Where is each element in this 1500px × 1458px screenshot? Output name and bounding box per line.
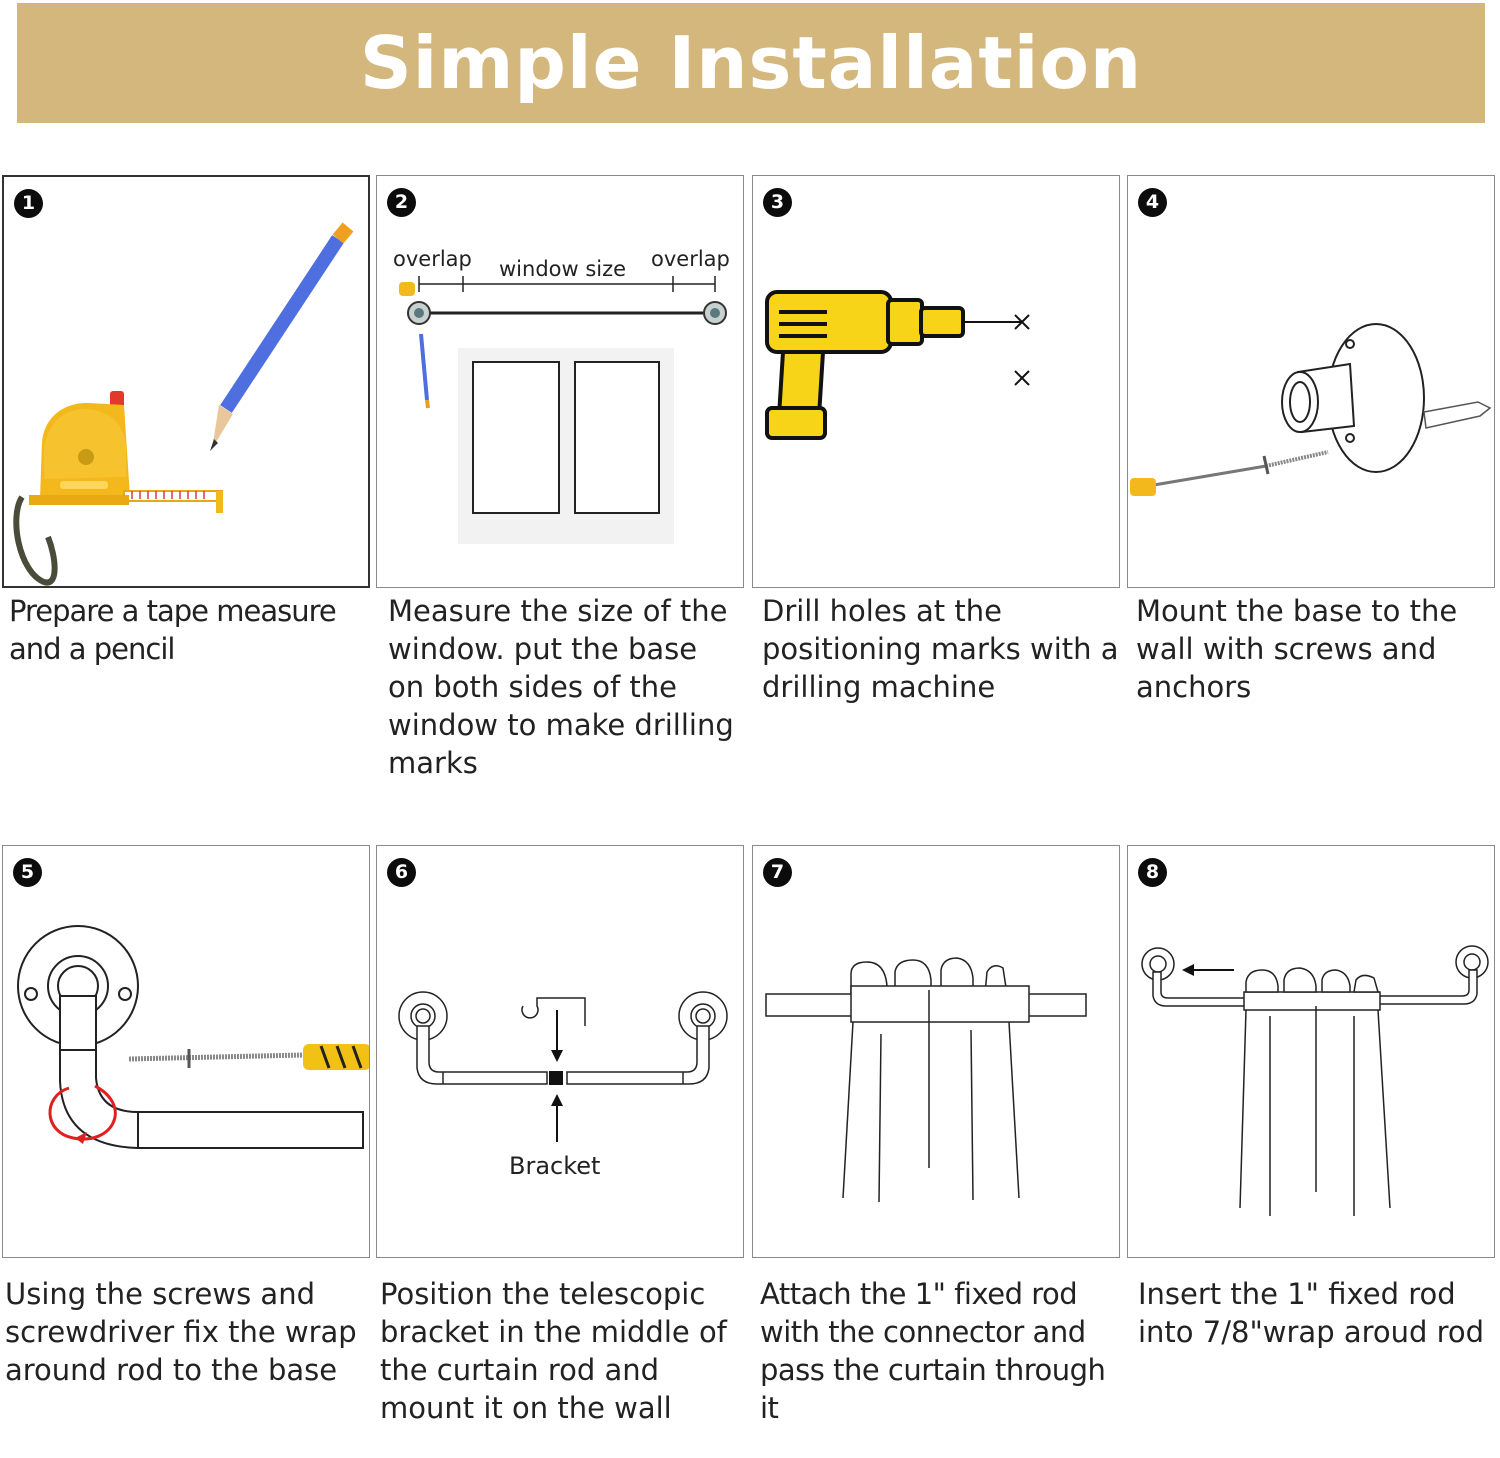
step-2-panel: overlap window size overlap 2: [376, 175, 744, 588]
step-7-panel: 7: [752, 845, 1120, 1258]
arrow-left-icon: [1182, 964, 1194, 976]
telescopic-bracket-illustration: Bracket: [398, 991, 728, 1180]
step-number-badge: 1: [14, 189, 43, 218]
step-number-badge: 2: [387, 188, 416, 217]
step-5-panel: 5: [2, 845, 370, 1258]
window-size-label: window size: [499, 257, 626, 281]
drill-mark-icon: [1014, 314, 1030, 386]
wall-base-icon: [1281, 323, 1425, 473]
step-3-caption: Drill holes at the positioning marks wit…: [762, 594, 1119, 704]
insert-rod-illustration: [1141, 945, 1489, 1216]
screwdriver-icon: [1130, 478, 1156, 496]
overlap-right-label: overlap: [651, 247, 730, 271]
step-5-caption: Using the screws and screwdriver fix the…: [5, 1277, 357, 1387]
step-number-badge: 5: [13, 858, 42, 887]
step-number-badge: 8: [1138, 858, 1167, 887]
step-3-panel: 3: [752, 175, 1120, 588]
bracket-icon: [549, 1071, 563, 1085]
step-4-panel: 4: [1127, 175, 1495, 588]
step-4-caption: Mount the base to the wall with screws a…: [1136, 594, 1458, 704]
page-title: Simple Installation: [359, 21, 1143, 105]
anchor-icon: [1423, 401, 1492, 429]
overlap-left-label: overlap: [393, 247, 472, 271]
step-number-badge: 6: [387, 858, 416, 887]
screwdriver-icon: [303, 1044, 369, 1070]
step-number-badge: 4: [1138, 188, 1167, 217]
step-6-caption: Position the telescopic bracket in the m…: [380, 1277, 727, 1425]
window-measure-illustration: overlap window size overlap: [393, 247, 730, 544]
step-1-caption: Prepare a tape measure and a pencil: [9, 594, 337, 666]
tape-measure-icon: [13, 391, 223, 586]
header-banner: Simple Installation: [17, 3, 1485, 123]
step-8-caption: Insert the 1" fixed rod into 7/8"wrap ar…: [1138, 1277, 1485, 1349]
step-number-badge: 3: [763, 188, 792, 217]
drill-illustration: [765, 290, 1030, 440]
step-1-panel: 1: [2, 175, 370, 588]
drill-icon: [765, 290, 965, 440]
wrap-rod-fix-illustration: [17, 925, 369, 1150]
tape-measure-pencil-illustration: [13, 222, 354, 586]
pencil-icon: [210, 222, 354, 451]
step-2-caption: Measure the size of the window. put the …: [388, 594, 734, 780]
step-8-panel: 8: [1127, 845, 1495, 1258]
curtain-on-rod-illustration: [765, 957, 1087, 1203]
mount-base-illustration: [1130, 323, 1492, 496]
step-number-badge: 7: [763, 858, 792, 887]
bracket-label: Bracket: [509, 1152, 600, 1180]
step-6-panel: Bracket 6: [376, 845, 744, 1258]
step-7-caption: Attach the 1" fixed rod with the connect…: [760, 1277, 1106, 1425]
